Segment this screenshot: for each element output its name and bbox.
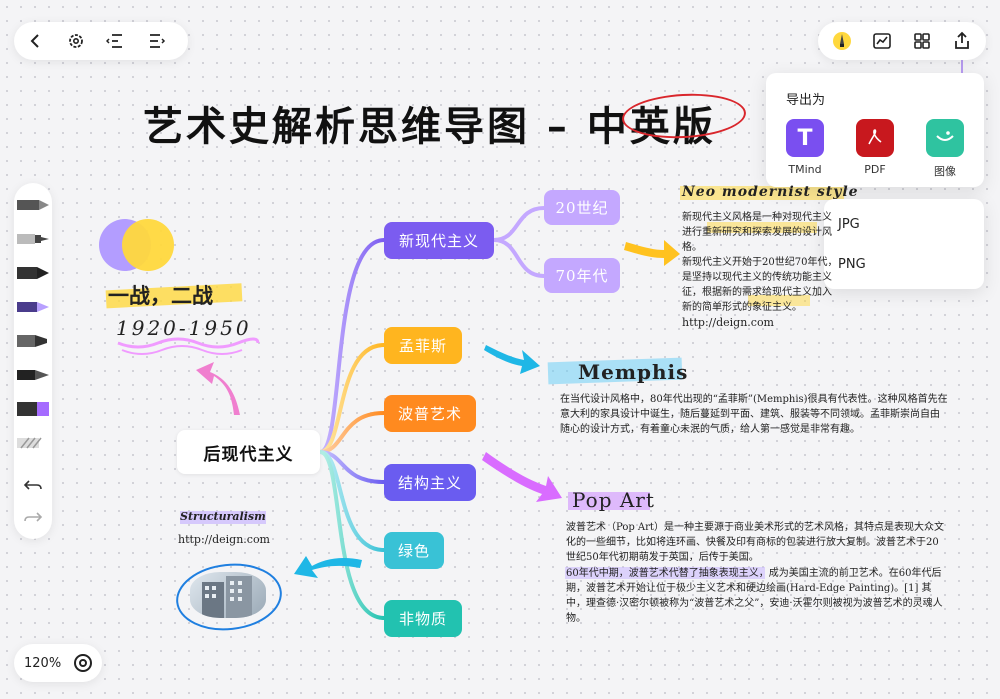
image-format-submenu: JPG PNG (824, 199, 984, 289)
highlighter-tool-icon[interactable] (17, 399, 49, 419)
war-label: 一战，二战 (108, 283, 213, 308)
branch-neo-modernism[interactable]: 新现代主义 (384, 222, 494, 259)
branch-pop-art[interactable]: 波普艺术 (384, 395, 476, 432)
zoom-control: 120% (14, 644, 102, 682)
top-right-toolbar (818, 22, 986, 60)
export-pdf-label: PDF (864, 163, 886, 176)
branch-green[interactable]: 绿色 (384, 532, 444, 569)
subnode-70s[interactable]: 70年代 (544, 258, 620, 293)
pop-art-text-1: 波普艺术（Pop Art）是一种主要源于商业美术形式的艺术风格，其特点是表现大众… (566, 522, 944, 563)
gear-icon[interactable] (62, 27, 90, 55)
neo-line: 新现代主义风格是一种对现代主义 (682, 212, 832, 223)
export-pdf[interactable]: PDF (845, 119, 905, 176)
export-tmind[interactable]: T TMind (775, 119, 835, 176)
fountain-pen-tool-icon[interactable] (17, 297, 49, 317)
format-jpg[interactable]: JPG (838, 217, 860, 232)
format-png[interactable]: PNG (838, 257, 866, 272)
title-text: 艺术史解析思维导图 – (143, 103, 587, 150)
pdf-icon (856, 119, 894, 157)
export-image-label: 图像 (934, 165, 956, 178)
back-icon[interactable] (22, 27, 50, 55)
structuralism-url[interactable]: http://deign.com (178, 533, 270, 546)
structuralism-title: Structuralism (180, 510, 266, 523)
pop-art-text-2: 60年代中期，波普艺术代替了抽象表现主义，成为美国主流的前卫艺术。在60年代后期… (566, 568, 943, 624)
chart-icon[interactable] (868, 27, 896, 55)
page-title: 艺术史解析思维导图 – 中英版 (143, 94, 716, 152)
fineliner-tool-icon[interactable] (17, 229, 49, 249)
tmind-icon: T (786, 119, 824, 157)
building-photo (190, 572, 266, 618)
calligraphy-tool-icon[interactable] (17, 365, 49, 385)
title-highlight-text: 中英版 (586, 103, 716, 150)
eraser-tool-icon[interactable] (17, 433, 49, 453)
top-left-toolbar (14, 22, 188, 60)
neo-line: 进行重新研究和探索发展的设计风 (682, 227, 832, 238)
neo-line: 征，根据新的需求给现代主义加入了 (682, 287, 832, 298)
brush-tool-icon[interactable] (17, 331, 49, 351)
image-icon (926, 119, 964, 157)
root-node[interactable]: 后现代主义 (177, 430, 320, 474)
neo-text: 新现代主义风格是一种对现代主义 进行重新研究和探索发展的设计风 格。 新现代主义… (682, 210, 832, 315)
neo-title: Neo modernist style (682, 184, 859, 200)
neo-line: 新的简单形式的象征主义。 (682, 302, 802, 313)
export-tmind-label: TMind (788, 163, 822, 176)
branch-structuralism[interactable]: 结构主义 (384, 464, 476, 501)
subnode-20th-century[interactable]: 20世纪 (544, 190, 620, 225)
share-icon[interactable] (948, 27, 976, 55)
memphis-text: 在当代设计风格中，80年代出现的“孟菲斯”(Memphis)很具有代表性。这种风… (560, 394, 948, 435)
drawing-tools (14, 183, 52, 539)
pencil-tool-icon[interactable] (17, 195, 49, 215)
export-image[interactable]: 图像 (915, 119, 975, 179)
branch-memphis[interactable]: 孟菲斯 (384, 327, 462, 364)
pencil-icon[interactable] (828, 27, 856, 55)
marker-tool-icon[interactable] (17, 263, 49, 283)
redo-icon[interactable] (17, 507, 49, 527)
neo-line: 是坚持以现代主义的传统功能主义特 (682, 272, 832, 283)
pop-art-title: Pop Art (572, 488, 655, 512)
neo-line: 新现代主义开始于20世纪70年代， (682, 257, 832, 268)
memphis-title: Memphis (578, 360, 689, 384)
target-icon[interactable] (74, 654, 92, 672)
undo-icon[interactable] (17, 475, 49, 495)
neo-line: 格。 (682, 242, 702, 253)
grid-icon[interactable] (908, 27, 936, 55)
branch-immaterial[interactable]: 非物质 (384, 600, 462, 637)
zoom-level[interactable]: 120% (24, 655, 62, 671)
export-heading: 导出为 (786, 93, 826, 108)
outdent-icon[interactable] (102, 27, 130, 55)
years-label: 1920-1950 (116, 316, 252, 340)
export-panel: 导出为 T TMind PDF 图像 (766, 73, 984, 187)
neo-url[interactable]: http://deign.com (682, 316, 774, 329)
indent-icon[interactable] (142, 27, 170, 55)
